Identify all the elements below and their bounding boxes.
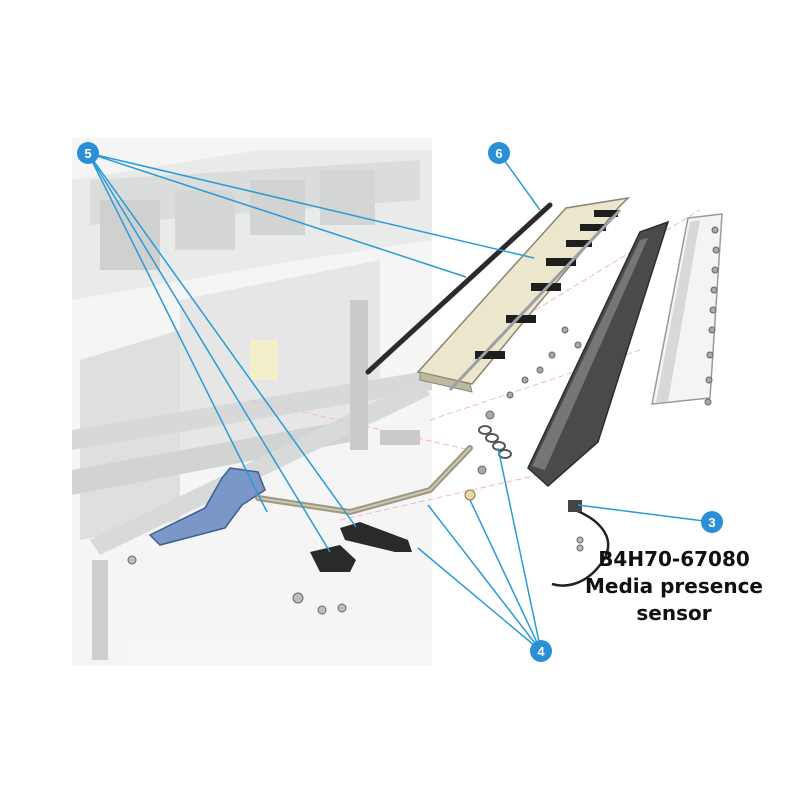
pinch-wheel [594, 210, 618, 217]
part-name-line-2: sensor [636, 601, 712, 625]
screws-column [477, 226, 720, 475]
background-printer [72, 138, 432, 666]
sensor-cable [551, 508, 610, 587]
pinch-wheel [506, 315, 536, 323]
bushing [464, 489, 476, 501]
callout-6: 6 [488, 142, 510, 164]
callout-3-label: 3 [708, 515, 715, 530]
part-caption: B4H70-67080 Media presence sensor [556, 546, 792, 627]
callout-6-label: 6 [495, 146, 502, 161]
part-name-line-1: Media presence [585, 574, 763, 598]
callout-4: 4 [530, 640, 552, 662]
pinch-wheel [475, 351, 505, 359]
spring [478, 425, 512, 459]
sensor-body [568, 500, 582, 512]
callout-3: 3 [701, 511, 723, 533]
pinch-wheel [580, 224, 606, 231]
callout-4-label: 4 [537, 644, 545, 659]
black-arm [340, 522, 412, 552]
bracket [310, 545, 356, 572]
leader-lines [87, 152, 713, 652]
part-number: B4H70-67080 [598, 547, 750, 571]
callout-5-label: 5 [84, 146, 91, 161]
screws-bottom [127, 536, 584, 615]
media-lever [148, 467, 266, 546]
pinch-wheel [546, 258, 576, 266]
pinch-wheel [566, 240, 592, 247]
part-6-strip [365, 202, 553, 375]
platen-panel [416, 196, 631, 393]
callout-5: 5 [77, 142, 99, 164]
